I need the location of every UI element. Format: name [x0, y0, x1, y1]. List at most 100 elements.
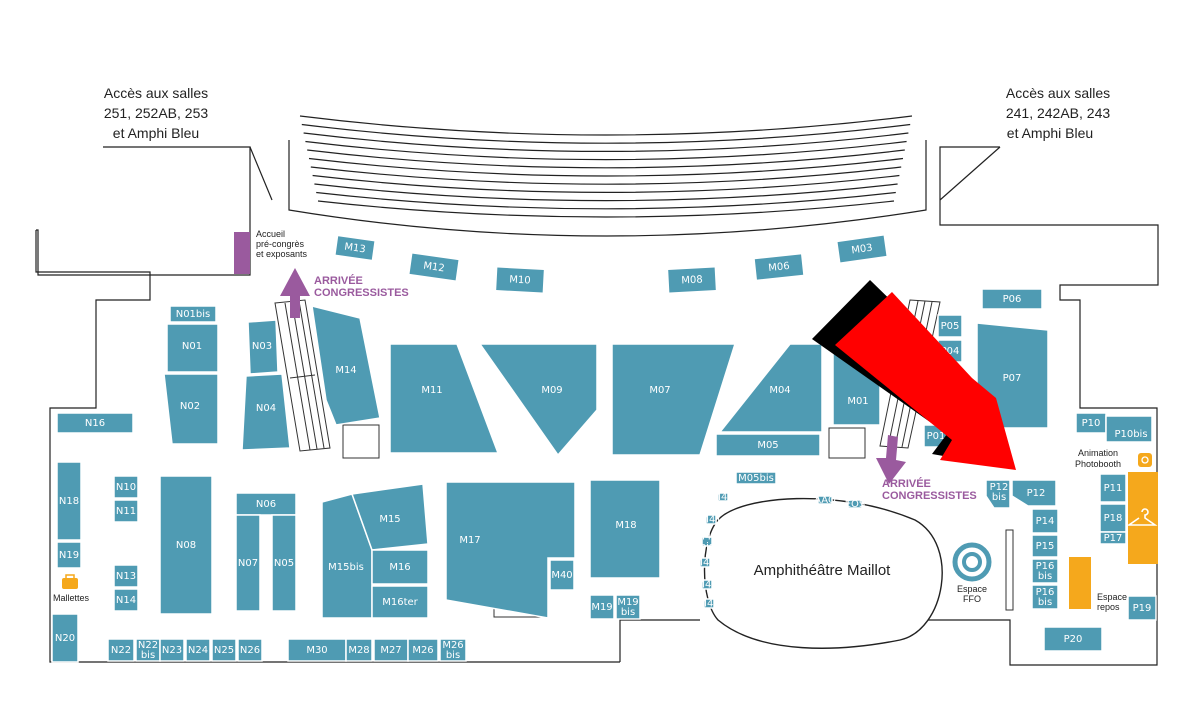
booth-m09[interactable]: M09	[478, 343, 598, 457]
booth-m18[interactable]: M18	[589, 479, 661, 579]
booth-n03[interactable]: N03	[247, 319, 279, 375]
booth-m15[interactable]: M15	[350, 483, 429, 551]
booth-m11[interactable]: M11	[389, 343, 500, 454]
booth-n14[interactable]: N14	[113, 588, 139, 612]
booth-label: bis	[700, 542, 714, 553]
booth-label: N23	[162, 645, 182, 656]
booth-m06[interactable]: M06	[753, 252, 805, 282]
booth-n18[interactable]: N18	[56, 461, 82, 541]
booth-p19[interactable]: P19	[1127, 595, 1157, 621]
booth-m17[interactable]: M17	[445, 481, 576, 619]
booth-p06[interactable]: P06	[981, 288, 1043, 310]
booth-n20[interactable]: N20	[51, 613, 79, 663]
espace-repos-zone	[1069, 557, 1091, 609]
booth-n10[interactable]: N10	[113, 475, 139, 499]
booth-m04[interactable]: M04	[718, 343, 823, 433]
booth-m05bis[interactable]: M05bis	[735, 471, 777, 485]
booth-p15[interactable]: P15	[1031, 534, 1059, 558]
booth-label: P06	[1003, 294, 1022, 305]
booth-n04[interactable]: N04	[241, 373, 291, 451]
red-pointer-arrow	[812, 280, 1016, 470]
booth-m14[interactable]: M14	[311, 305, 381, 426]
booth-m13[interactable]: M13	[333, 234, 377, 262]
booth-n01bis[interactable]: N01bis	[169, 305, 217, 323]
booth-label: N16	[85, 418, 105, 429]
booth-n23[interactable]: N23	[159, 638, 185, 662]
booth-p05[interactable]: P05	[937, 314, 963, 338]
booth-m16[interactable]: M16	[371, 549, 429, 585]
booth-m26[interactable]: M26	[407, 638, 439, 662]
booth-m07[interactable]: M07	[611, 343, 737, 456]
booth-m44[interactable]: M44	[698, 598, 720, 610]
booth-m30[interactable]: M30	[287, 638, 347, 662]
booth-label: M26	[442, 640, 463, 651]
access-right-line-2: 241, 242AB, 243	[1006, 105, 1111, 121]
booth-p18[interactable]: P18	[1099, 503, 1127, 533]
booth-n24[interactable]: N24	[185, 638, 211, 662]
booth-n11[interactable]: N11	[113, 499, 139, 523]
booth-p14[interactable]: P14	[1031, 508, 1059, 534]
booth-eos[interactable]: EOS	[845, 499, 866, 510]
booth-m12[interactable]: M12	[407, 251, 461, 283]
booth-n01[interactable]: N01	[166, 323, 219, 373]
booth-n16[interactable]: N16	[56, 412, 134, 434]
booth-label: M28	[348, 645, 369, 656]
booth-m10[interactable]: M10	[494, 265, 546, 295]
booth-p20[interactable]: P20	[1043, 626, 1103, 652]
booth-label: N13	[116, 571, 136, 582]
booth-p11[interactable]: P11	[1099, 473, 1127, 503]
access-left-line-1: Accès aux salles	[104, 85, 208, 101]
booth-n07[interactable]: N07	[235, 514, 261, 612]
booth-m05[interactable]: M05	[715, 433, 821, 457]
booth-n06[interactable]: N06	[235, 492, 297, 516]
booth-label: P11	[1104, 483, 1123, 494]
booth-n13[interactable]: N13	[113, 564, 139, 588]
booth-n05[interactable]: N05	[271, 514, 297, 612]
booth-label: N05	[274, 558, 294, 569]
booth-aao[interactable]: AAO	[814, 495, 836, 506]
booth-n26[interactable]: N26	[237, 638, 263, 662]
booth-p12[interactable]: P12	[1011, 479, 1057, 507]
booth-m43[interactable]: M43	[696, 579, 718, 591]
hanger-icon	[1126, 508, 1158, 526]
booth-m40[interactable]: M40	[549, 559, 575, 591]
booth-n22[interactable]: N22	[107, 638, 135, 662]
booth-m41[interactable]: M41	[700, 514, 722, 526]
access-left-line-3: et Amphi Bleu	[113, 125, 199, 141]
arrival-arrow-left	[280, 268, 310, 318]
booth-m16ter[interactable]: M16ter	[371, 585, 429, 619]
booth-label: N22	[111, 645, 131, 656]
booth-m42[interactable]: M42	[694, 557, 716, 569]
booth-n02[interactable]: N02	[163, 373, 219, 445]
booth-label: M05bis	[738, 473, 774, 484]
booth-label: M26	[412, 645, 433, 656]
booth-label: P14	[1036, 516, 1055, 527]
booth-n08[interactable]: N08	[159, 475, 213, 615]
booth-label: M41	[700, 515, 721, 526]
booth-p10bis[interactable]: P10bis	[1105, 415, 1153, 443]
booth-p10[interactable]: P10	[1075, 412, 1107, 434]
booth-m28[interactable]: M28	[345, 638, 373, 662]
access-left-line-2: 251, 252AB, 253	[104, 105, 209, 121]
booth-m19[interactable]: M19	[589, 594, 615, 620]
booth-p17[interactable]: P17	[1099, 531, 1127, 545]
booth-n25[interactable]: N25	[211, 638, 237, 662]
booth-m40[interactable]: M40	[712, 492, 733, 503]
booth-label: M44	[698, 599, 719, 610]
booth-m08[interactable]: M08	[666, 265, 718, 295]
booth-label: M13	[344, 242, 367, 256]
booth-n19[interactable]: N19	[56, 541, 82, 569]
booth-label: P16	[1036, 561, 1055, 572]
booth-m27[interactable]: M27	[373, 638, 409, 662]
booth-m03[interactable]: M03	[835, 233, 889, 265]
booth-label: P12	[1027, 488, 1046, 499]
booth-label: M17	[459, 535, 480, 546]
